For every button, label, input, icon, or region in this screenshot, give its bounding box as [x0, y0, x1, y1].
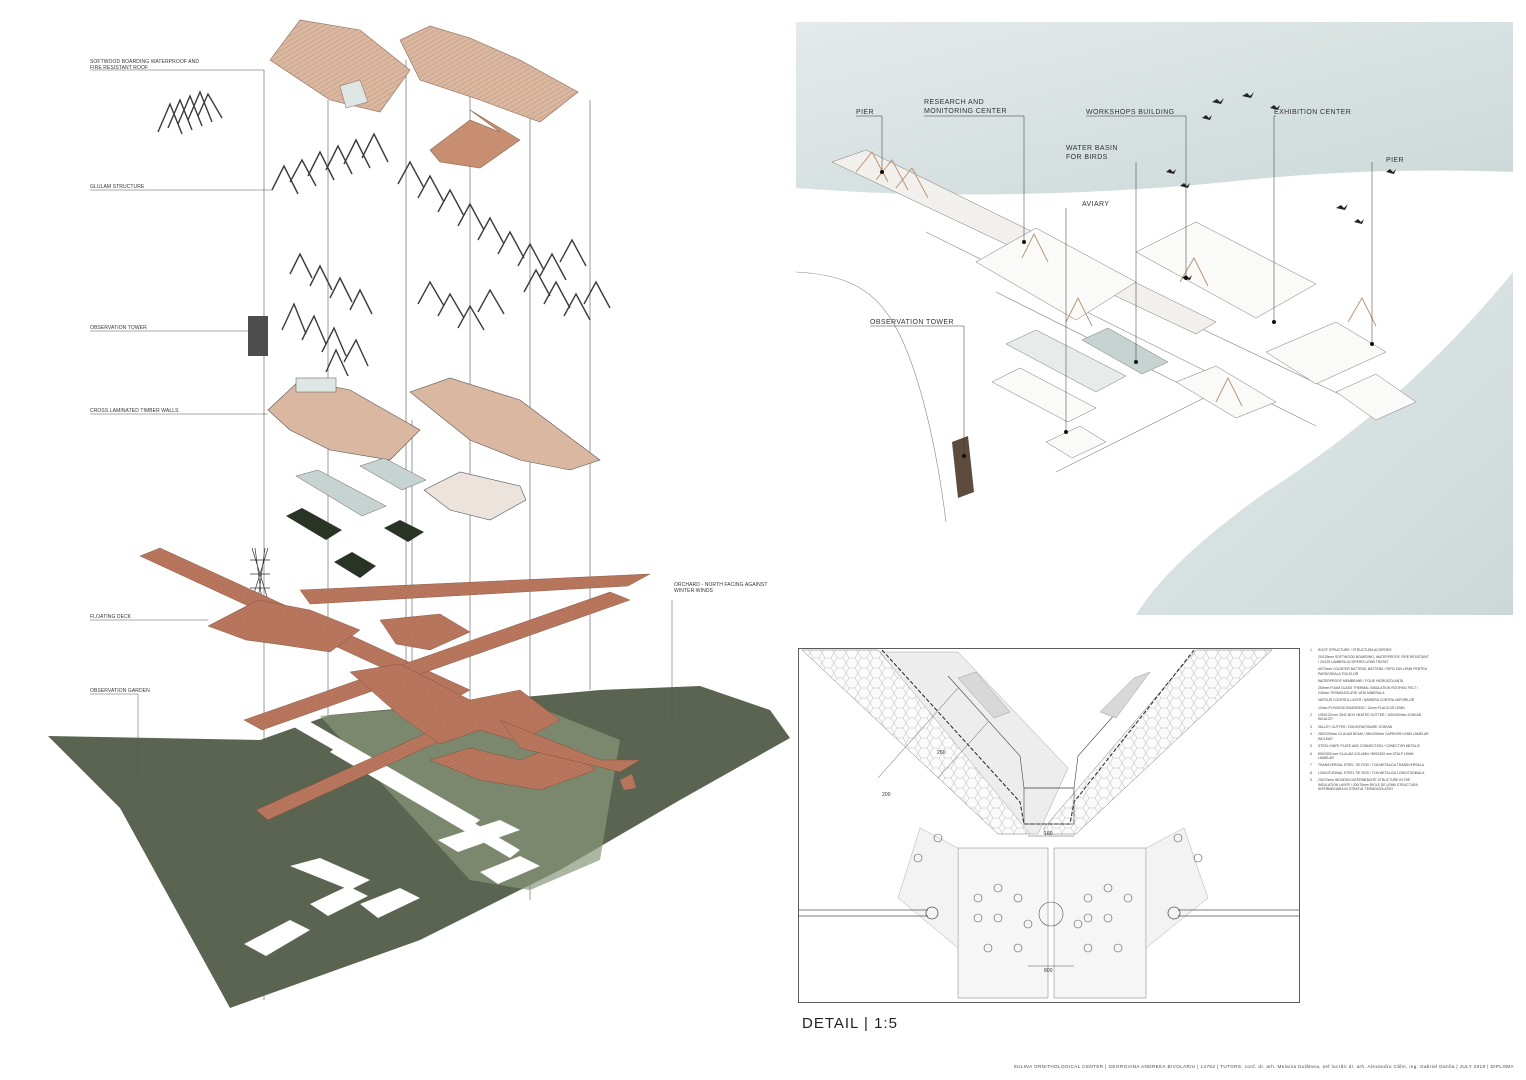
legend-number: 2 [1310, 713, 1312, 718]
legend-number: 1 [1310, 648, 1312, 652]
legend-number [1310, 706, 1318, 710]
legend-number [1310, 655, 1318, 664]
legend-number: 3 [1310, 724, 1312, 729]
site-plan: PIER RESEARCH AND MONITORING CENTER WORK… [796, 22, 1513, 615]
roof-detail: 260 200 160 800 [798, 648, 1300, 1003]
legend-item: 2 105X120 mm ZINC BOX HEATED GUTTER / 100… [1310, 713, 1430, 722]
legend-item: 20/125mm SOFTWOOD BOARDING, WATERPROOF, … [1310, 655, 1430, 664]
legend-item: 12mm PLYWOOD BOARDING / 12mm PLACA DE LE… [1310, 706, 1430, 710]
gutter-caps [957, 671, 1151, 719]
tower-block [248, 316, 268, 356]
legend-text: ROOF STRUCTURE / STRUCTURA ACOPERIS [1318, 648, 1392, 652]
legend-item: VAPOUR CONTROL LAYER / BARIERA CONTRA VA… [1310, 698, 1430, 702]
legend-text: VAPOUR CONTROL LAYER / BARIERA CONTRA VA… [1318, 698, 1415, 703]
label-glulam: GLULAM STRUCTURE [90, 184, 145, 190]
legend-number: 6 [1310, 751, 1312, 756]
label-deck: FLOATING DECK [90, 614, 132, 620]
site-label-research: RESEARCH AND MONITORING CENTER [924, 99, 1007, 115]
bolts [913, 833, 1203, 953]
legend-number [1310, 698, 1318, 702]
site-label-workshops: WORKSHOPS BUILDING [1086, 109, 1175, 116]
dimension-lines [877, 687, 1074, 967]
legend-text: 105X120 mm ZINC BOX HEATED GUTTER / 100X… [1318, 713, 1422, 722]
insulation-layers [801, 649, 1273, 835]
site-label-aviary: AVIARY [1082, 201, 1110, 208]
tower-lattice [250, 547, 270, 601]
legend-text: 280X200mm GLULAM BEAM / 280x200mm CAPRIO… [1318, 732, 1429, 741]
legend-number [1310, 667, 1318, 676]
legend-number: 4 [1310, 732, 1312, 737]
legend-number: 7 [1310, 763, 1312, 768]
dim-800: 800 [1044, 968, 1053, 974]
glulam-structure [157, 90, 611, 377]
legend-item: 7 TRANSVERSAL STEEL TIE ROD / TIJA METALI… [1310, 763, 1430, 767]
gutter [947, 675, 1139, 825]
legend-text: 60/70mm COUNTER BATTENS, BATTENS / SIPCI… [1318, 667, 1428, 676]
tie-rods [798, 906, 1300, 920]
legend-item: 1 ROOF STRUCTURE / STRUCTURA ACOPERIS [1310, 648, 1430, 652]
site-label-pier-left: PIER [856, 109, 874, 116]
legend-text: 20/125mm SOFTWOOD BOARDING, WATERPROOF, … [1318, 655, 1429, 664]
label-roof: SOFTWOOD BOARDING WATERPROOF AND FIRE RE… [90, 59, 200, 71]
legend-item: 5 STEEL KNIFE PLATE AND CONNECTION / CONE… [1310, 744, 1430, 748]
legend-item: 250mm FOAM GLASS THERMAL INSULATION ROOF… [1310, 686, 1430, 695]
legend-text: TRANSVERSAL STEEL TIE ROD / TIJA METALIC… [1318, 763, 1424, 768]
leader-lines [90, 69, 673, 780]
legend-item: WATERPROOF MEMBRANE / FOLIE HIDROIZOLANT… [1310, 679, 1430, 683]
legend-number [1310, 686, 1318, 695]
water-south [1136, 272, 1513, 615]
site-structure [855, 151, 1377, 407]
legend-number [1310, 679, 1318, 683]
legend-text: 200/70mm WOODEN INTERMEDIATE STRUCTURE I… [1318, 778, 1418, 791]
floating-deck [139, 547, 651, 821]
legend-number: 5 [1310, 744, 1312, 749]
site-plan-drawing [796, 22, 1513, 615]
detail-legend: 1 ROOF STRUCTURE / STRUCTURA ACOPERIS 20/1… [1310, 648, 1430, 794]
pads [286, 457, 427, 578]
site-label-tower: OBSERVATION TOWER [870, 319, 954, 326]
legend-text: STEEL KNIFE PLATE AND CONNECTION / CONEC… [1318, 744, 1421, 749]
legend-item: 8 LONGITUDINAL STEEL TIE ROD / TIJA METAL… [1310, 771, 1430, 775]
dim-200: 200 [882, 792, 891, 798]
label-tower: OBSERVATION TOWER [90, 325, 147, 331]
legend-text: 800X300 mm GLULAM COLUMN / 800X300 mm ST… [1318, 751, 1414, 760]
legend-number: 8 [1310, 770, 1312, 775]
footer-credits: SULINA ORNITHOLOGICAL CENTER | GEORGIANA… [1013, 1064, 1514, 1069]
water-north [796, 22, 1513, 195]
steel-plates [897, 827, 1209, 999]
legend-item: 9 200/70mm WOODEN INTERMEDIATE STRUCTURE … [1310, 778, 1430, 791]
legend-text: 250mm FOAM GLASS THERMAL INSULATION ROOF… [1318, 686, 1418, 695]
dim-160: 160 [1044, 831, 1053, 837]
roof-layer [269, 19, 579, 169]
detail-title: DETAIL | 1:5 [802, 1015, 898, 1032]
membrane [881, 649, 1195, 825]
site-markers [880, 170, 1374, 458]
site-leaders [856, 115, 1373, 456]
dim-260: 260 [937, 750, 946, 756]
site-label-water-basin: WATER BASIN FOR BIRDS [1066, 145, 1118, 161]
legend-text: VALLEY GUTTER / DOLIE/RAITINARE JGHEAB [1318, 724, 1392, 729]
exploded-axonometric: SOFTWOOD BOARDING WATERPROOF AND FIRE RE… [48, 19, 790, 1008]
legend-text: 12mm PLYWOOD BOARDING / 12mm PLACA DE LE… [1318, 705, 1405, 710]
site-label-pier-right: PIER [1386, 157, 1404, 164]
legend-item: 6 800X300 mm GLULAM COLUMN / 800X300 mm S… [1310, 752, 1430, 761]
legend-number: 9 [1310, 778, 1312, 783]
axonometric-drawing [48, 19, 790, 1008]
label-garden: OBSERVATION GARDEN [90, 688, 150, 694]
observation-garden [48, 686, 790, 1008]
label-clt: CROSS LAMINATED TIMBER WALLS [90, 408, 179, 414]
legend-text: WATERPROOF MEMBRANE / FOLIE HIDROIZOLANT… [1318, 679, 1404, 684]
site-tower [952, 436, 974, 498]
birds [1166, 92, 1396, 280]
legend-item: 3 VALLEY GUTTER / DOLIE/RAITINARE JGHEAB [1310, 725, 1430, 729]
site-label-exhibition: EXHIBITION CENTER [1274, 109, 1352, 116]
legend-item: 60/70mm COUNTER BATTENS, BATTENS / SIPCI… [1310, 667, 1430, 676]
clt-walls [267, 377, 601, 521]
roof-detail-drawing [798, 648, 1300, 1003]
legend-text: LONGITUDINAL STEEL TIE ROD / TIJA METALI… [1318, 770, 1425, 775]
label-orchard: ORCHARD - NORTH FACING AGAINST WINTER WI… [674, 582, 768, 594]
legend-item: 4 280X200mm GLULAM BEAM / 280x200mm CAPRI… [1310, 732, 1430, 741]
